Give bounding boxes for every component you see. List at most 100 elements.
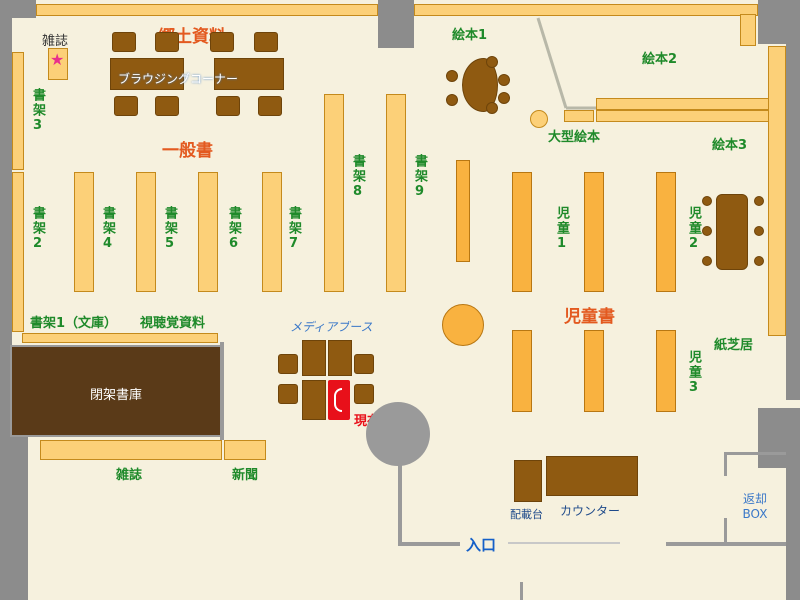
pb-chair-6 xyxy=(486,102,498,114)
picture-books-2-label: 絵本2 xyxy=(642,52,678,67)
kamishibai-label: 紙芝居 xyxy=(714,338,754,353)
magazines-top-label: 雑誌 xyxy=(42,34,69,49)
shelf-5-unit xyxy=(136,172,156,292)
children-1-label: 児童1 xyxy=(554,206,569,253)
distribution-desk xyxy=(514,460,542,502)
top-shelf-right xyxy=(414,4,758,16)
booth-chair-2 xyxy=(278,384,298,404)
children-3-shelf-b xyxy=(584,330,604,412)
current-location-marker xyxy=(328,380,350,420)
current-location-inner xyxy=(334,388,342,412)
shelf-2-unit xyxy=(12,172,24,332)
k-chair-3 xyxy=(702,256,712,266)
wall-left-top xyxy=(0,0,12,420)
kamishibai-table xyxy=(716,194,748,270)
picture-books-small-shelf xyxy=(564,110,594,122)
top-shelf-left xyxy=(36,4,378,16)
pb-chair-1 xyxy=(446,70,458,82)
stacks-wall-right xyxy=(220,342,224,440)
entrance-wall-right xyxy=(666,542,786,546)
returnbox-wall-side2 xyxy=(724,518,727,544)
round-pillar xyxy=(366,402,430,466)
picture-books-2-shelf-b xyxy=(596,110,786,122)
pb-chair-4 xyxy=(498,74,510,86)
children-3-shelf-a xyxy=(512,330,532,412)
media-booth-label: メディアブース xyxy=(290,320,373,334)
distribution-desk-label: 配載台 xyxy=(510,508,543,521)
shelf-1-bunko-label: 書架1（文庫） xyxy=(30,316,118,331)
magazine-rack-bottom xyxy=(40,440,222,460)
returnbox-wall-side xyxy=(724,452,727,476)
magazines-bottom-label: 雑誌 xyxy=(116,468,143,483)
av-materials-label: 視聴覚資料 xyxy=(140,316,206,331)
wall-top-right xyxy=(758,0,800,44)
entrance-wall-left-vert xyxy=(398,460,402,546)
history-chair-3 xyxy=(210,32,234,52)
pb-chair-5 xyxy=(498,92,510,104)
counter-desk xyxy=(546,456,638,496)
children-2-shelf xyxy=(656,172,676,292)
browsing-table-left xyxy=(110,58,184,90)
children-3-shelf-c xyxy=(656,330,676,412)
entrance-wall-left-horiz xyxy=(398,542,460,546)
shelf-8-unit xyxy=(324,94,344,292)
booth-desk-3 xyxy=(302,380,326,420)
favorite-star-icon: ★ xyxy=(50,50,65,69)
magazine-display xyxy=(48,48,68,80)
wall-right-lower xyxy=(786,460,800,600)
general-books-label: 一般書 xyxy=(162,141,213,161)
wall-top-left xyxy=(0,0,36,18)
top-shelf-corner xyxy=(740,14,756,46)
shelf-6-unit xyxy=(198,172,218,292)
pb-chair-3 xyxy=(486,56,498,68)
shelf-7-label: 書架7 xyxy=(286,206,301,253)
booth-chair-3 xyxy=(354,354,374,374)
history-chair-1 xyxy=(112,32,136,52)
shelf-3-label: 書架3 xyxy=(30,88,45,135)
shelf-4-unit xyxy=(74,172,94,292)
wall-right xyxy=(786,40,800,400)
children-3-label: 児童3 xyxy=(686,350,701,397)
center-display-shelf xyxy=(456,160,470,262)
counter-label: カウンター xyxy=(560,504,621,518)
shelf-1-unit xyxy=(22,333,218,343)
closed-stacks-room xyxy=(10,345,222,437)
history-chair-8 xyxy=(258,96,282,116)
pb-chair-2 xyxy=(446,94,458,106)
history-chair-7 xyxy=(216,96,240,116)
picture-books-3-label: 絵本3 xyxy=(712,138,748,153)
shelf-5-label: 書架5 xyxy=(162,206,177,253)
shelf-6-label: 書架6 xyxy=(226,206,241,253)
shelf-4-label: 書架4 xyxy=(100,206,115,253)
shelf-9-unit xyxy=(386,94,406,292)
booth-desk-1 xyxy=(302,340,326,376)
newspapers-label: 新聞 xyxy=(232,468,259,483)
entrance-door-line xyxy=(508,542,620,544)
k-chair-5 xyxy=(754,226,764,236)
large-picture-books-label: 大型絵本 xyxy=(548,130,601,145)
history-chair-2 xyxy=(155,32,179,52)
history-chair-5 xyxy=(114,96,138,116)
shelf-8-label: 書架8 xyxy=(350,154,365,201)
shelf-9-label: 書架9 xyxy=(412,154,427,201)
entrance-label: 入口 xyxy=(466,536,497,554)
history-chair-4 xyxy=(254,32,278,52)
picture-books-3-wall-shelf xyxy=(768,46,786,336)
shelf-7-unit xyxy=(262,172,282,292)
booth-chair-1 xyxy=(278,354,298,374)
k-chair-1 xyxy=(702,196,712,206)
wall-right-bottom xyxy=(758,408,800,468)
booth-chair-4 xyxy=(354,384,374,404)
wall-left-bottom xyxy=(0,420,28,600)
history-chair-6 xyxy=(155,96,179,116)
entrance-post xyxy=(520,582,523,600)
diagonal-divider xyxy=(536,17,596,110)
booth-desk-2 xyxy=(328,340,352,376)
large-picture-book-display xyxy=(530,110,548,128)
returnbox-wall-top xyxy=(724,452,786,455)
closed-stacks-label: 閉架書庫 xyxy=(90,388,143,403)
picture-books-1-label: 絵本1 xyxy=(452,28,488,43)
shelf-2-label: 書架2 xyxy=(30,206,45,253)
k-chair-6 xyxy=(754,256,764,266)
k-chair-2 xyxy=(702,226,712,236)
